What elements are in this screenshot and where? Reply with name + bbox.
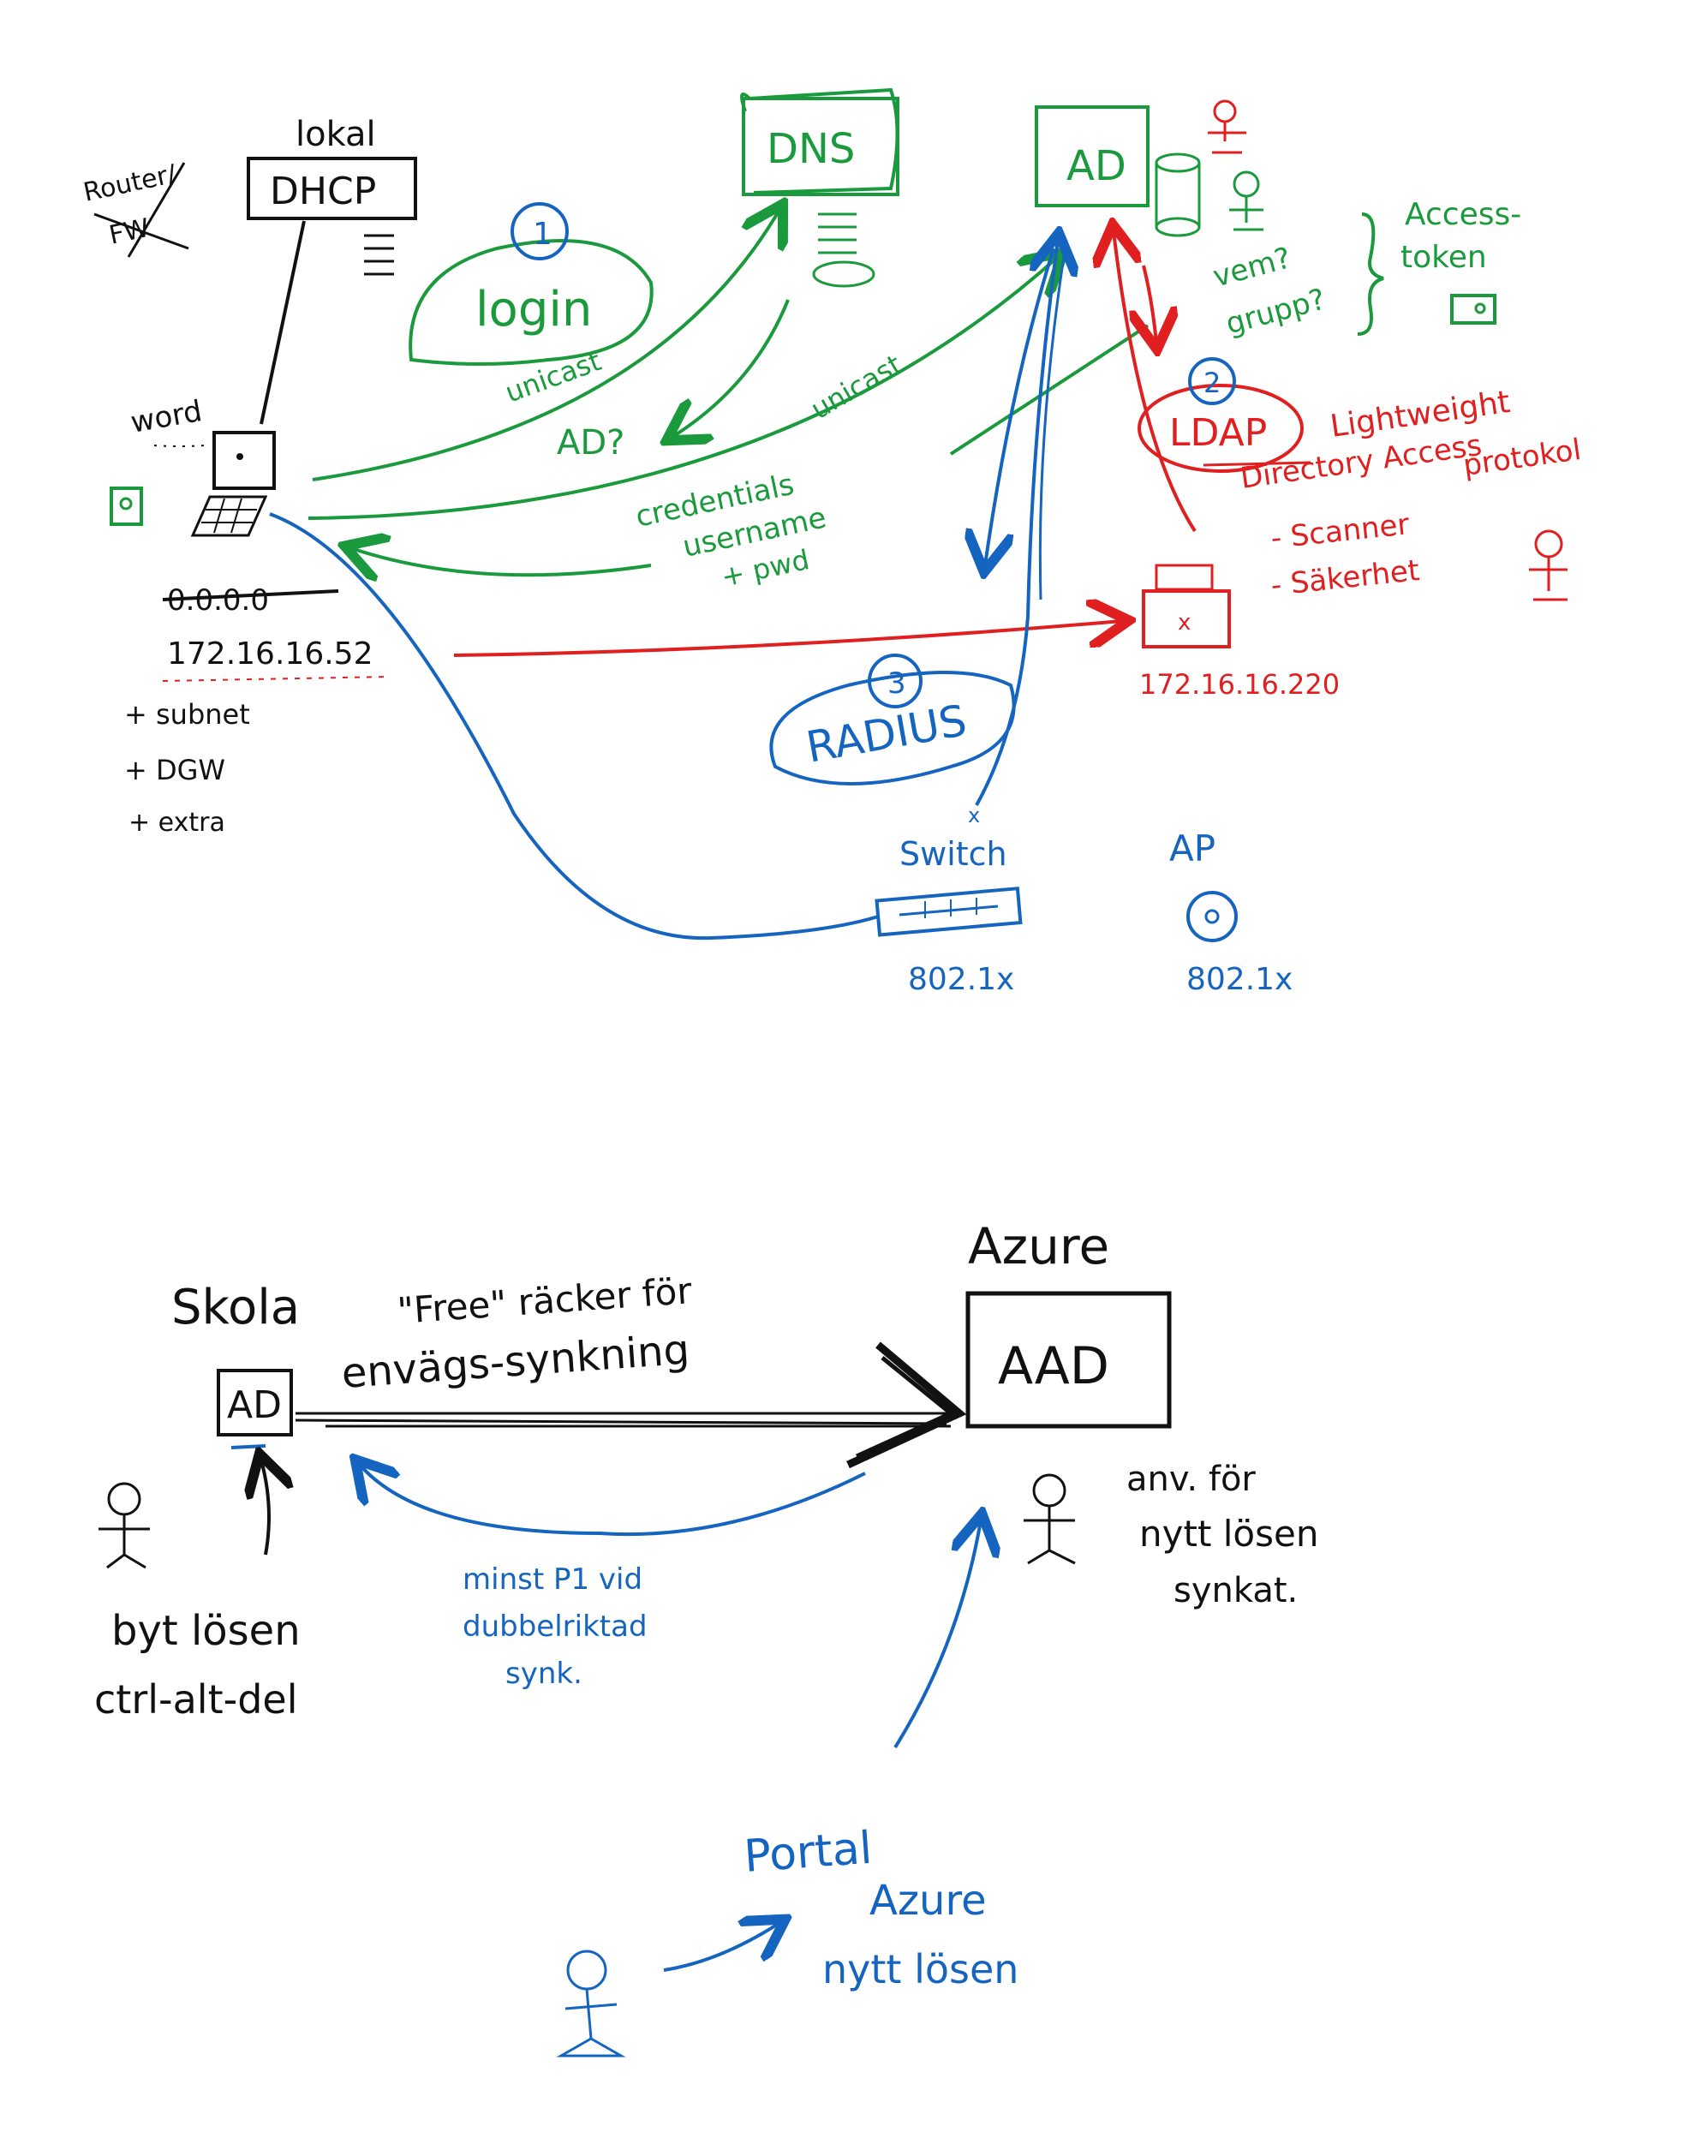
red-person-icon [1208, 99, 1246, 154]
switch-label: Switch [899, 835, 1007, 873]
skola-label-group: Skola [171, 1280, 300, 1335]
ap-device: AP 802.1x [1169, 827, 1293, 997]
lokal-label: lokal [296, 115, 376, 154]
portal-label: Portal [743, 1823, 874, 1883]
sync-text: "Free" räcker för envägs-synkning [340, 1269, 694, 1398]
login-label: login [475, 282, 592, 337]
ap-dot1x-label: 802.1x [1186, 962, 1293, 997]
school-user-arrow [261, 1460, 269, 1556]
unicast-label-2: unicast [805, 348, 907, 426]
subnet-label: + subnet [124, 698, 250, 731]
scanner-label: - Scanner [1269, 507, 1411, 556]
switch-device: Switch 802.1x [875, 835, 1023, 997]
aad-label: AAD [998, 1336, 1109, 1396]
access-label: Access- [1405, 197, 1521, 232]
extra-label: + extra [128, 808, 225, 838]
synkat-label: synkat. [1174, 1571, 1298, 1610]
anv-for-label: anv. för [1126, 1460, 1256, 1499]
radius-label: RADIUS [803, 696, 970, 773]
lightweight-label: Lightweight [1329, 385, 1513, 445]
green-person-icon [1229, 170, 1263, 231]
school-user-figure [99, 1482, 150, 1569]
access-token-note: vem? grupp? Access- token [1209, 197, 1521, 342]
ctrl-alt-del-label: ctrl-alt-del [94, 1676, 298, 1723]
nytt-losen-label: nytt lösen [1139, 1513, 1318, 1555]
green-token-icon [110, 487, 143, 526]
synk-label: synk. [505, 1657, 582, 1691]
ad-label: AD [1066, 142, 1126, 190]
laptop-client: word [128, 394, 276, 537]
school-user-notes: byt lösen ctrl-alt-del [94, 1607, 301, 1723]
envag-text: envägs-synkning [340, 1326, 691, 1398]
ldap-step-number: 2 [1203, 367, 1221, 399]
dgw-label: + DGW [124, 754, 225, 786]
sakerhet-label: - Säkerhet [1269, 553, 1421, 603]
ad-question-label: AD? [557, 423, 624, 463]
ap-label: AP [1169, 827, 1215, 869]
sync-arrows [295, 1341, 967, 1469]
unicast-label-1: unicast [501, 344, 606, 409]
portal-user-figure [556, 1950, 626, 2057]
green-arrows: unicast credentials username + pwd [308, 210, 1150, 594]
ip-client: 172.16.16.52 [167, 636, 373, 672]
radius-step-number: 3 [887, 666, 906, 701]
ip-printer: 172.16.16.220 [1139, 668, 1340, 701]
portal-notes: Portal Azure nytt lösen [743, 1823, 1019, 1992]
azure-user-notes: anv. för nytt lösen synkat. [1126, 1460, 1318, 1610]
ldap-label: LDAP [1169, 411, 1267, 455]
portal-arrow [663, 1520, 981, 1972]
red-ldap-arrows [453, 231, 1197, 657]
ip-zero: 0.0.0.0 [167, 583, 269, 618]
word-label: word [128, 394, 205, 440]
client-ip-config: 0.0.0.0 172.16.16.52 + subnet + DGW + ex… [124, 583, 391, 838]
school-ad-label: AD [227, 1383, 282, 1427]
switch-dot1x-label: 802.1x [908, 962, 1014, 997]
free-text: "Free" räcker för [396, 1269, 694, 1332]
skola-label: Skola [171, 1280, 300, 1335]
dhcp-label: DHCP [270, 170, 376, 213]
blue-return-arrow: minst P1 vid dubbelriktad synk. [360, 1465, 866, 1691]
dns-label: DNS [767, 125, 855, 173]
router-label: Router/ [81, 159, 179, 208]
byt-losen-label: byt lösen [111, 1607, 301, 1655]
aad-box: AAD [965, 1291, 1172, 1429]
dns-server: DNS [740, 87, 899, 288]
azure-label: Azure [968, 1217, 1109, 1275]
token-label: token [1400, 240, 1487, 275]
blue-radius-paths [269, 240, 1066, 941]
grupp-label: grupp? [1222, 282, 1329, 341]
printer-device: x - Scanner - Säkerhet 172.16.16.220 [1139, 507, 1421, 701]
dhcp-server: lokal DHCP [247, 115, 417, 425]
vem-label: vem? [1209, 241, 1294, 295]
ldap-step-2: 2 LDAP Lightweight Directory Access prot… [1138, 357, 1583, 496]
login-step-number: 1 [533, 217, 552, 252]
login-step-1: 1 login unicast AD? [409, 202, 654, 463]
azure-label-group: Azure [968, 1217, 1109, 1275]
ad-server: AD [1035, 105, 1201, 237]
portal-nytt-label: nytt lösen [822, 1946, 1018, 1992]
dubbelriktad-label: dubbelriktad [463, 1610, 648, 1644]
router-fw-crossed: Router/ FW [81, 159, 189, 258]
portal-azure-label: Azure [869, 1877, 987, 1925]
minst-p1-label: minst P1 vid [463, 1562, 642, 1597]
azure-user-figure [1024, 1473, 1076, 1565]
svg-text:x: x [1178, 610, 1191, 636]
svg-text:x: x [968, 803, 980, 827]
school-ad-box: AD [217, 1369, 293, 1449]
red-person-icon-2 [1529, 529, 1568, 601]
